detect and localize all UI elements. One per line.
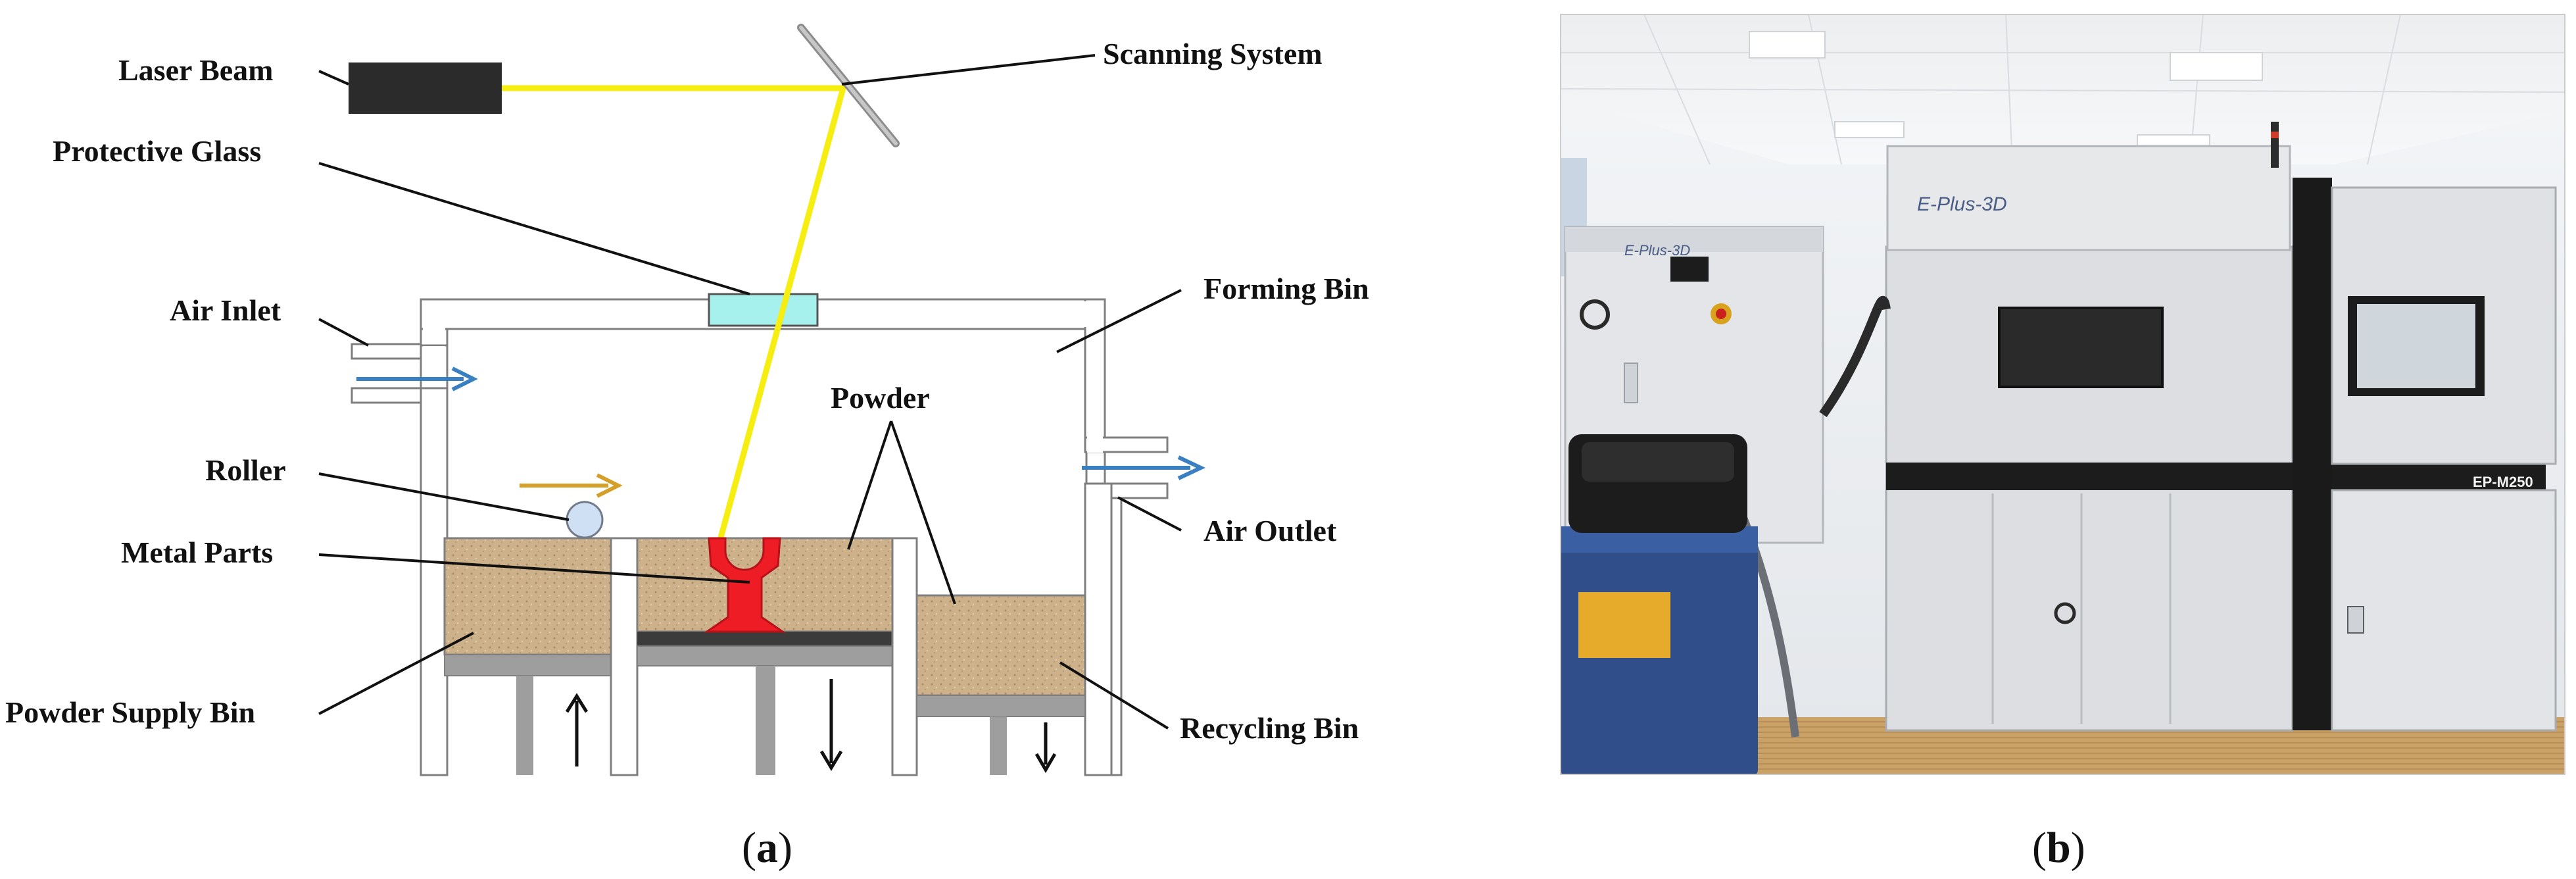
label-scanning-system: Scanning System — [1103, 37, 1323, 70]
laser-source — [349, 63, 502, 114]
printer-brand: E-Plus-3D — [1917, 193, 2007, 215]
leader-lines — [318, 54, 1182, 730]
printer-black-band — [1886, 463, 2546, 490]
status-light — [2271, 122, 2279, 168]
label-roller: Roller — [205, 453, 286, 487]
leader-roller — [318, 472, 570, 521]
leader-recycling-bin — [1059, 661, 1169, 730]
label-metal-parts: Metal Parts — [121, 536, 273, 569]
leader-air-outlet — [1117, 496, 1182, 532]
ceiling-lights — [1749, 31, 2263, 150]
cabinet-screen — [1670, 257, 1709, 282]
panel-a-schematic: Laser Beam Scanning System Protective Gl… — [5, 24, 1369, 872]
leader-powder-2 — [890, 420, 956, 605]
label-air-outlet: Air Outlet — [1203, 514, 1337, 547]
model-label: EP-M250 — [2473, 474, 2533, 490]
ceiling-grid — [1561, 14, 2565, 165]
leader-air-inlet — [318, 318, 369, 347]
divider-wall-2 — [891, 537, 918, 776]
recycling-platform — [916, 695, 1086, 717]
cabinet-dial — [1580, 299, 1610, 330]
leader-powder-supply-bin — [318, 632, 474, 715]
label-powder: Powder — [831, 381, 930, 414]
air-outlet-arrow — [1082, 455, 1206, 480]
label-air-inlet: Air Inlet — [170, 293, 281, 327]
powder-supply-piston-1 — [516, 676, 533, 775]
leader-powder-1 — [847, 420, 892, 550]
caption-a: (a) — [742, 824, 792, 872]
leader-forming-bin — [1056, 289, 1182, 353]
recycling-piston-1 — [990, 716, 1007, 775]
powder-supply-bin-powder — [443, 537, 612, 656]
divider-wall-1 — [610, 537, 639, 776]
photo-frame — [1560, 14, 2565, 775]
printer-column — [2293, 178, 2332, 730]
label-recycling-bin: Recycling Bin — [1180, 711, 1359, 745]
powder-supply-platform — [444, 654, 612, 676]
supply-up-arrow — [565, 693, 589, 766]
metal-part — [704, 537, 786, 633]
leader-scanning-system — [841, 54, 1096, 86]
leader-protective-glass — [318, 162, 750, 295]
recycling-down-arrow — [1034, 722, 1057, 773]
cabinet-brand: E-Plus-3D — [1624, 242, 1690, 259]
hose-1 — [1819, 295, 1891, 418]
protective-glass — [708, 293, 819, 327]
label-forming-bin: Forming Bin — [1203, 272, 1369, 305]
label-protective-glass: Protective Glass — [53, 134, 261, 168]
leader-metal-parts — [318, 553, 750, 584]
recycling-bin-powder — [915, 594, 1086, 697]
caption-b: (b) — [2032, 824, 2085, 872]
printer-viewport — [1998, 307, 2164, 388]
inlet-upper-lip — [351, 343, 422, 360]
forming-down-arrow — [819, 679, 843, 771]
printer-top — [1886, 145, 2291, 251]
roller — [566, 501, 604, 539]
printer-door-handle — [2054, 602, 2076, 624]
forming-piston — [756, 666, 775, 775]
air-inlet-arrow — [356, 366, 478, 391]
leader-laser-beam — [318, 70, 349, 86]
forming-platform — [637, 645, 893, 666]
vacuum-label — [1578, 592, 1670, 658]
laser-beam-path — [502, 85, 846, 546]
operator-lower-cabinet — [2331, 489, 2557, 732]
build-plate — [637, 632, 892, 646]
label-powder-supply-bin: Powder Supply Bin — [5, 695, 255, 729]
label-laser-beam: Laser Beam — [118, 53, 274, 87]
panel-b-photo: E-Plus-3D E-Plus-3D EP-M — [1560, 14, 2565, 872]
roller-direction-arrow — [520, 473, 623, 498]
